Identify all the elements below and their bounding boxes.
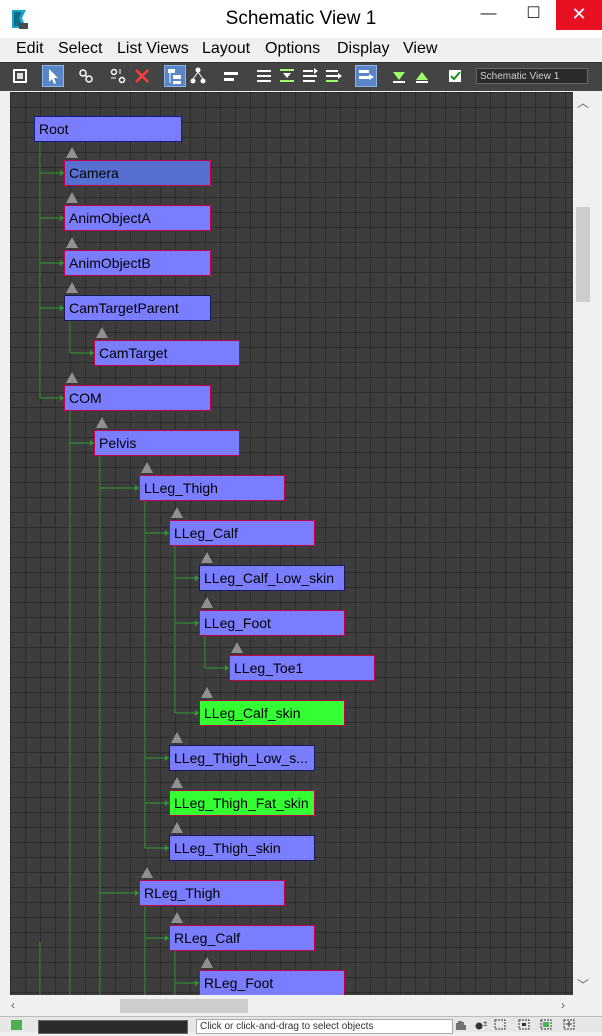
schematic-node[interactable]: AnimObjectB [64, 250, 211, 276]
schematic-node[interactable]: LLeg_Calf_Low_skin [199, 565, 345, 591]
hierarchy-wires [39, 142, 229, 995]
3dsmax-app-icon [10, 8, 30, 30]
pan-to-selected-icon[interactable] [563, 1018, 577, 1031]
node-expand-triangle-icon[interactable] [141, 867, 153, 878]
schematic-node[interactable]: RLeg_Calf [169, 925, 315, 951]
schematic-node[interactable]: LLeg_Toe1 [229, 655, 375, 681]
node-expand-triangle-icon[interactable] [201, 687, 213, 698]
schematic-node[interactable]: COM [64, 385, 211, 411]
schematic-node[interactable]: CamTargetParent [64, 295, 211, 321]
toolbar: Schematic View 1 [0, 62, 602, 91]
node-expand-triangle-icon[interactable] [171, 777, 183, 788]
view-name-field[interactable]: Schematic View 1 [476, 68, 588, 84]
node-expand-triangle-icon[interactable] [201, 552, 213, 563]
schematic-node[interactable]: LLeg_Calf_skin [199, 700, 345, 726]
node-expand-triangle-icon[interactable] [66, 372, 78, 383]
zoom-selected-icon[interactable] [540, 1018, 554, 1031]
align-center-icon[interactable] [254, 66, 274, 86]
node-expand-triangle-icon[interactable] [66, 282, 78, 293]
vertical-scrollbar[interactable]: ︿ ﹀ [574, 92, 592, 995]
menu-list-views[interactable]: List Views [117, 40, 189, 57]
schematic-node[interactable]: Camera [64, 160, 211, 186]
connect-icon[interactable] [76, 66, 96, 86]
node-expand-triangle-icon[interactable] [201, 597, 213, 608]
close-button[interactable]: ✕ [556, 0, 602, 30]
arrange-selected-icon[interactable] [323, 66, 343, 86]
minimize-button[interactable]: — [480, 5, 497, 22]
delete-icon[interactable] [132, 66, 152, 86]
scroll-left-arrow-icon[interactable]: ‹ [11, 998, 15, 1012]
schematic-node[interactable]: RLeg_Thigh [139, 880, 285, 906]
schematic-node[interactable]: Pelvis [94, 430, 240, 456]
unlink-icon[interactable] [108, 66, 128, 86]
menu-view[interactable]: View [403, 40, 438, 57]
scroll-right-arrow-icon[interactable]: › [561, 998, 565, 1012]
status-input[interactable] [38, 1020, 188, 1034]
zoom-region-icon[interactable] [494, 1018, 508, 1031]
node-expand-triangle-icon[interactable] [231, 642, 243, 653]
node-expand-triangle-icon[interactable] [171, 507, 183, 518]
node-expand-triangle-icon[interactable] [66, 147, 78, 158]
node-expand-triangle-icon[interactable] [96, 327, 108, 338]
schematic-node[interactable]: LLeg_Thigh_Fat_skin [169, 790, 315, 816]
expand-icon[interactable] [277, 66, 297, 86]
select-icon[interactable] [42, 65, 64, 87]
node-expand-triangle-icon[interactable] [171, 822, 183, 833]
menu-layout[interactable]: Layout [202, 40, 251, 57]
schematic-node[interactable]: LLeg_Thigh [139, 475, 285, 501]
collapse-all-icon[interactable] [412, 66, 432, 86]
node-expand-triangle-icon[interactable] [201, 957, 213, 968]
node-expand-triangle-icon[interactable] [96, 417, 108, 428]
node-expand-triangle-icon[interactable] [66, 237, 78, 248]
zoom-icon[interactable]: ± [474, 1018, 488, 1031]
maximize-button[interactable]: ☐ [526, 5, 541, 22]
menu-bar: Edit Select List Views Layout Options Di… [0, 38, 602, 62]
menu-display[interactable]: Display [337, 40, 390, 57]
arrange-children-icon[interactable] [300, 66, 320, 86]
display-floater-icon[interactable] [10, 66, 30, 86]
scroll-up-arrow-icon[interactable]: ︿ [576, 96, 589, 110]
node-expand-triangle-icon[interactable] [171, 912, 183, 923]
svg-text:±: ± [483, 1019, 488, 1028]
node-expand-triangle-icon[interactable] [171, 732, 183, 743]
title-bar: Schematic View 1 — ☐ ✕ [0, 0, 602, 38]
horizontal-scrollbar[interactable]: ‹ › [0, 996, 574, 1016]
vertical-scroll-thumb[interactable] [576, 207, 590, 302]
schematic-node[interactable]: LLeg_Calf [169, 520, 315, 546]
menu-select[interactable]: Select [58, 40, 103, 57]
check-icon[interactable] [445, 66, 465, 86]
free-layout-icon[interactable] [355, 65, 377, 87]
schematic-node[interactable]: LLeg_Thigh_Low_s... [169, 745, 315, 771]
status-app-icon [10, 1018, 24, 1031]
node-expand-triangle-icon[interactable] [66, 192, 78, 203]
schematic-node[interactable]: Root [34, 116, 182, 142]
schematic-node[interactable]: RLeg_Foot [199, 970, 345, 995]
align-left-icon[interactable] [221, 66, 241, 86]
window-title: Schematic View 1 [225, 8, 377, 29]
expand-all-icon[interactable] [389, 66, 409, 86]
status-prompt: Click or click-and-drag to select object… [196, 1019, 453, 1034]
status-bar: Click or click-and-drag to select object… [0, 1016, 602, 1034]
schematic-node[interactable]: AnimObjectA [64, 205, 211, 231]
horizontal-scroll-thumb[interactable] [120, 999, 248, 1013]
pan-icon[interactable] [454, 1018, 468, 1031]
schematic-node[interactable]: LLeg_Thigh_skin [169, 835, 315, 861]
menu-edit[interactable]: Edit [16, 40, 44, 57]
schematic-node[interactable]: LLeg_Foot [199, 610, 345, 636]
node-expand-triangle-icon[interactable] [141, 462, 153, 473]
zoom-extents-icon[interactable] [518, 1018, 532, 1031]
scroll-down-arrow-icon[interactable]: ﹀ [576, 978, 589, 992]
hierarchy-mode-icon[interactable] [164, 65, 186, 87]
schematic-node[interactable]: CamTarget [94, 340, 240, 366]
references-mode-icon[interactable] [188, 66, 208, 86]
menu-options[interactable]: Options [265, 40, 321, 57]
